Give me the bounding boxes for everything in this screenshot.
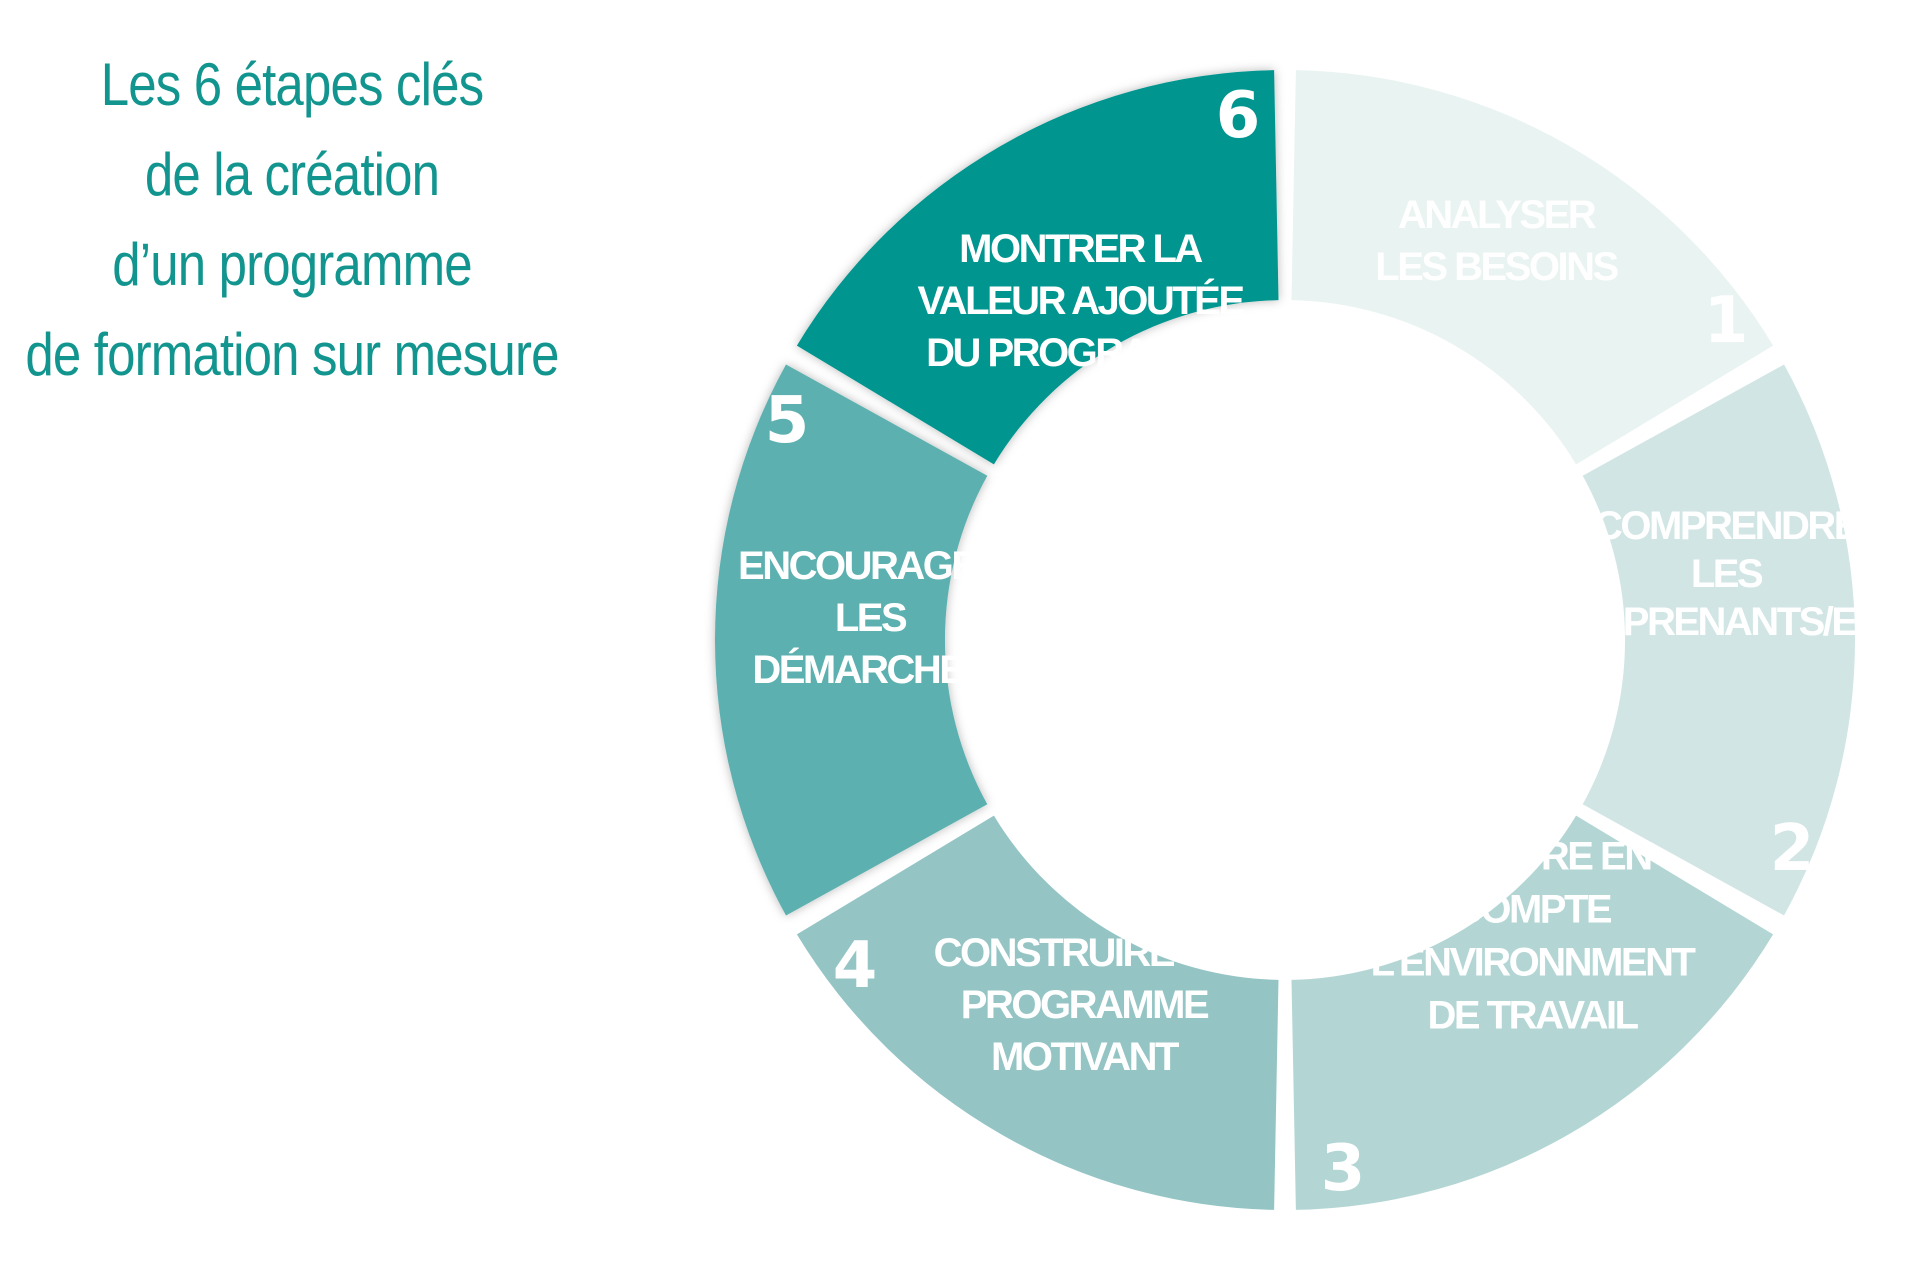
step-6-label-line: MONTRER LA (959, 227, 1202, 271)
wheel-segment-1 (1291, 70, 1774, 465)
wheel-segments (714, 70, 1856, 1210)
title-line-2: de la création (144, 141, 440, 208)
step-4-label: CONSTRUIRE UN PROGRAMME MOTIVANT (934, 931, 1235, 1079)
step-2-label-line: COMPRENDRE (1594, 504, 1860, 548)
wheel-segment-5 (714, 364, 988, 916)
step-4-label-line: CONSTRUIRE UN (934, 931, 1235, 975)
step-3-label-line: PRENDRE EN (1413, 835, 1651, 879)
title-line-1: Les 6 étapes clés (100, 51, 484, 118)
step-5-label-line: DÉMARCHES (752, 647, 989, 692)
step-5-label-line: LES (835, 596, 907, 640)
step-6-number: 6 (1216, 79, 1261, 153)
wheel-segment-3 (1291, 815, 1774, 1210)
step-4-number: 4 (833, 929, 878, 1003)
step-1-label-line: ANALYSER (1398, 193, 1597, 237)
step-1-number: 1 (1704, 284, 1749, 358)
step-6-label-line: VALEUR AJOUTÉE (917, 278, 1244, 323)
step-3-label-line: COMPTE (1454, 888, 1612, 932)
wheel-segment-2 (1582, 364, 1856, 916)
step-5-label-line: ENCOURAGER (738, 544, 1005, 588)
title-line-3: d’un programme (112, 231, 472, 298)
step-5-label: ENCOURAGER LES DÉMARCHES (738, 544, 1005, 692)
step-4-label-line: PROGRAMME (961, 983, 1209, 1027)
step-3-label-line: L’ENVIRONNMENT (1371, 941, 1696, 985)
step-3-label-line: DE TRAVAIL (1427, 994, 1638, 1038)
step-6-label-line: DU PROGRAMME (926, 331, 1236, 375)
step-2-label-line: LES (1691, 552, 1763, 596)
wheel-segment-4 (796, 815, 1279, 1210)
step-3-number: 3 (1321, 1132, 1366, 1206)
step-6-label: MONTRER LA VALEUR AJOUTÉE DU PROGRAMME (917, 227, 1244, 375)
step-3-label: PRENDRE EN COMPTE L’ENVIRONNMENT DE TRAVAIL (1371, 835, 1696, 1038)
wheel-segment-6 (796, 70, 1279, 465)
step-4-label-line: MOTIVANT (991, 1035, 1179, 1079)
step-2-label-line: APPRENANTS/ES (1572, 600, 1881, 644)
step-1-label: ANALYSER LES BESOINS (1375, 193, 1618, 289)
step-1-label-line: LES BESOINS (1375, 245, 1618, 289)
diagram-title: Les 6 étapes clés de la création d’un pr… (20, 40, 564, 400)
step-2-number: 2 (1770, 812, 1815, 886)
title-line-4: de formation sur mesure (25, 321, 559, 388)
step-5-number: 5 (765, 384, 810, 458)
